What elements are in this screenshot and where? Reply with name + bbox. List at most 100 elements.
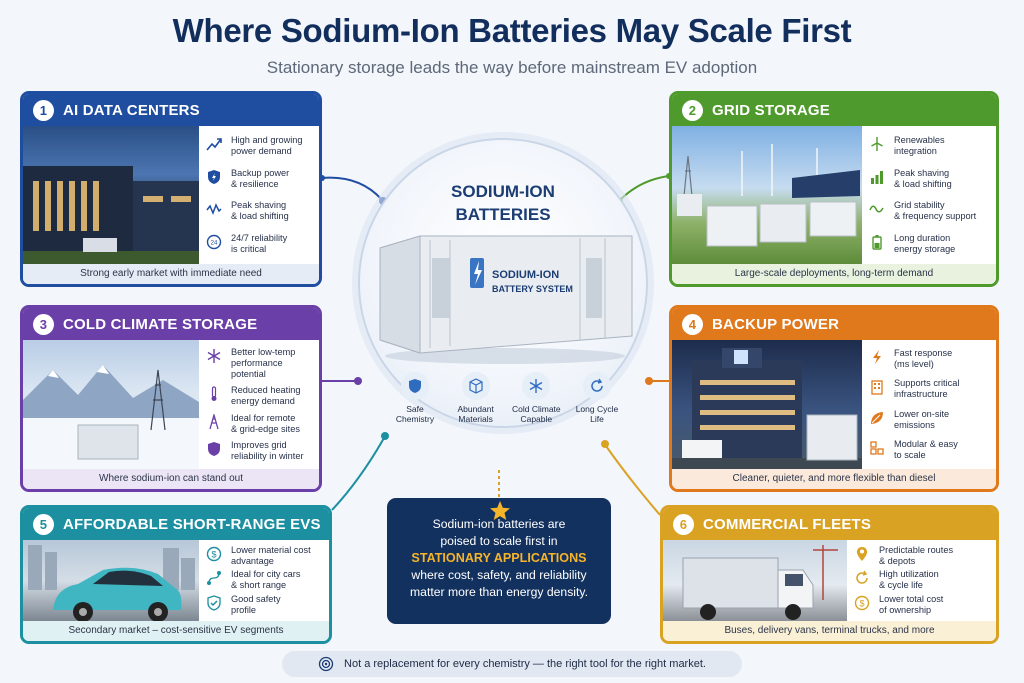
key-takeaway-callout: Sodium-ion batteries are poised to scale…: [387, 498, 611, 624]
page-title: Where Sodium-Ion Batteries May Scale Fir…: [172, 12, 852, 49]
cycle-icon: [853, 569, 871, 587]
card-number: 1: [33, 99, 54, 121]
truck-photo: [663, 540, 847, 621]
card-header: 5 AFFORDABLE SHORT-RANGE EVS: [23, 508, 329, 540]
wave-icon: [205, 200, 223, 218]
cold-climate-photo: [23, 340, 199, 469]
data-center-photo: [23, 126, 199, 264]
card-footer: Where sodium-ion can stand out: [23, 469, 319, 489]
bottom-note-text: Not a replacement for every chemistry — …: [344, 658, 706, 670]
snowflake-icon: [522, 372, 551, 400]
shield-check-icon: [205, 594, 223, 612]
card-footer: Secondary market – cost-sensitive EV seg…: [23, 621, 329, 641]
card-commercial-fleets: 6 COMMERCIAL FLEETS Predictable routes& …: [660, 505, 999, 644]
cube-icon: [461, 372, 490, 400]
card-title: BACKUP POWER: [712, 315, 840, 333]
card-number: 4: [682, 313, 703, 335]
bar-chart-icon: [868, 168, 886, 186]
card-title: GRID STORAGE: [712, 101, 830, 119]
feature-item: Ideal for city cars& short range: [205, 569, 325, 591]
page-subtitle: Stationary storage leads the way before …: [266, 58, 758, 77]
card-affordable-evs: 5 AFFORDABLE SHORT-RANGE EVS $ Lower mat…: [20, 505, 332, 644]
card-number: 5: [33, 513, 54, 535]
clock-24-icon: 24: [205, 233, 223, 251]
card-header: 6 COMMERCIAL FLEETS: [663, 508, 996, 540]
location-pin-icon: [853, 545, 871, 563]
grid-storage-photo: [672, 126, 862, 264]
hospital-photo: [672, 340, 862, 469]
card-number: 3: [33, 313, 54, 335]
ev-car-photo: [23, 540, 199, 621]
card-header: 1 AI DATA CENTERS: [23, 94, 319, 126]
card-footer: Buses, delivery vans, terminal trucks, a…: [663, 621, 996, 641]
thermometer-icon: [205, 385, 223, 403]
card-title: AFFORDABLE SHORT-RANGE EVS: [63, 515, 321, 533]
container-label-line1: SODIUM-ION: [492, 269, 559, 281]
card-header: 4 BACKUP POWER: [672, 308, 996, 340]
card-number: 2: [682, 99, 703, 121]
feature-item: High utilization& cycle life: [853, 569, 992, 591]
feature-item: Predictable routes& depots: [853, 545, 992, 567]
bottom-note: Not a replacement for every chemistry — …: [282, 651, 742, 677]
target-icon: [318, 656, 334, 672]
shield-icon: [401, 372, 429, 400]
card-footer: Strong early market with immediate need: [23, 264, 319, 284]
card-header: 2 GRID STORAGE: [672, 94, 996, 126]
modules-icon: [868, 439, 886, 457]
dollar-icon: $: [853, 594, 871, 612]
battery-icon: [868, 233, 886, 251]
leaf-icon: [868, 409, 886, 427]
feature-item: Fast response(ms level): [868, 348, 992, 370]
route-icon: [205, 569, 223, 587]
feature-item: Ideal for remote& grid-edge sites: [205, 413, 315, 435]
cycle-icon: [582, 372, 611, 400]
card-title: AI DATA CENTERS: [63, 101, 200, 119]
center-title: SODIUM-ION BATTERIES: [451, 182, 555, 224]
feature-item: Grid stability& frequency support: [868, 200, 992, 222]
building-icon: [868, 378, 886, 396]
wave-icon: [868, 200, 886, 218]
card-backup-power: 4 BACKUP POWER Fast response(ms level): [669, 305, 999, 492]
wind-turbine-icon: [868, 135, 886, 153]
pylon-icon: [205, 413, 223, 431]
feature-item: Peak shaving& load shifting: [868, 168, 992, 190]
battery-container-illustration: SODIUM-ION BATTERY SYSTEM: [379, 235, 633, 364]
feature-item: Peak shaving& load shifting: [205, 200, 315, 222]
card-footer: Large-scale deployments, long-term deman…: [672, 264, 996, 284]
feature-list: Predictable routes& depots High utilizat…: [847, 540, 996, 621]
shield-icon: [205, 440, 223, 458]
container-label-line2: BATTERY SYSTEM: [492, 284, 573, 294]
svg-text:$: $: [859, 598, 864, 608]
star-icon: [490, 501, 510, 520]
chart-up-icon: [205, 135, 223, 153]
dollar-icon: $: [205, 545, 223, 563]
snowflake-icon: [205, 347, 223, 365]
card-header: 3 COLD CLIMATE STORAGE: [23, 308, 319, 340]
card-title: COLD CLIMATE STORAGE: [63, 315, 258, 333]
card-title: COMMERCIAL FLEETS: [703, 515, 872, 533]
bolt-icon: [868, 348, 886, 366]
